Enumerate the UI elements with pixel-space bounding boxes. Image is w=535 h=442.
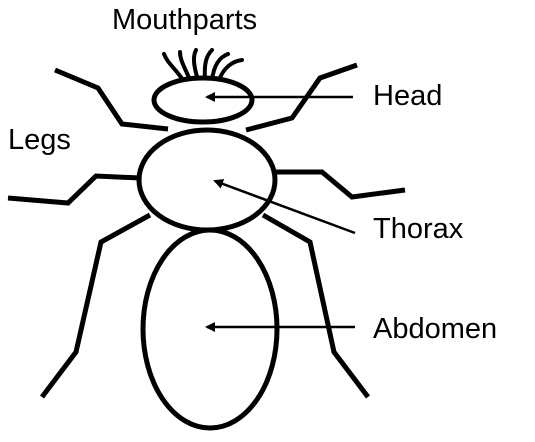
leg-middle-left xyxy=(8,176,140,203)
abdomen-label: Abdomen xyxy=(373,315,497,344)
abdomen-segment xyxy=(143,230,277,428)
leg-middle-right xyxy=(273,172,405,197)
thorax-label: Thorax xyxy=(373,215,463,244)
leg-front-left xyxy=(55,70,168,129)
leg-hind-left xyxy=(42,215,150,397)
thorax-segment xyxy=(139,130,275,230)
head-segment xyxy=(154,78,252,122)
head-label: Head xyxy=(373,82,442,111)
leg-hind-right xyxy=(263,215,368,397)
legs-label: Legs xyxy=(8,126,71,155)
mouthparts-label: Mouthparts xyxy=(112,6,257,35)
